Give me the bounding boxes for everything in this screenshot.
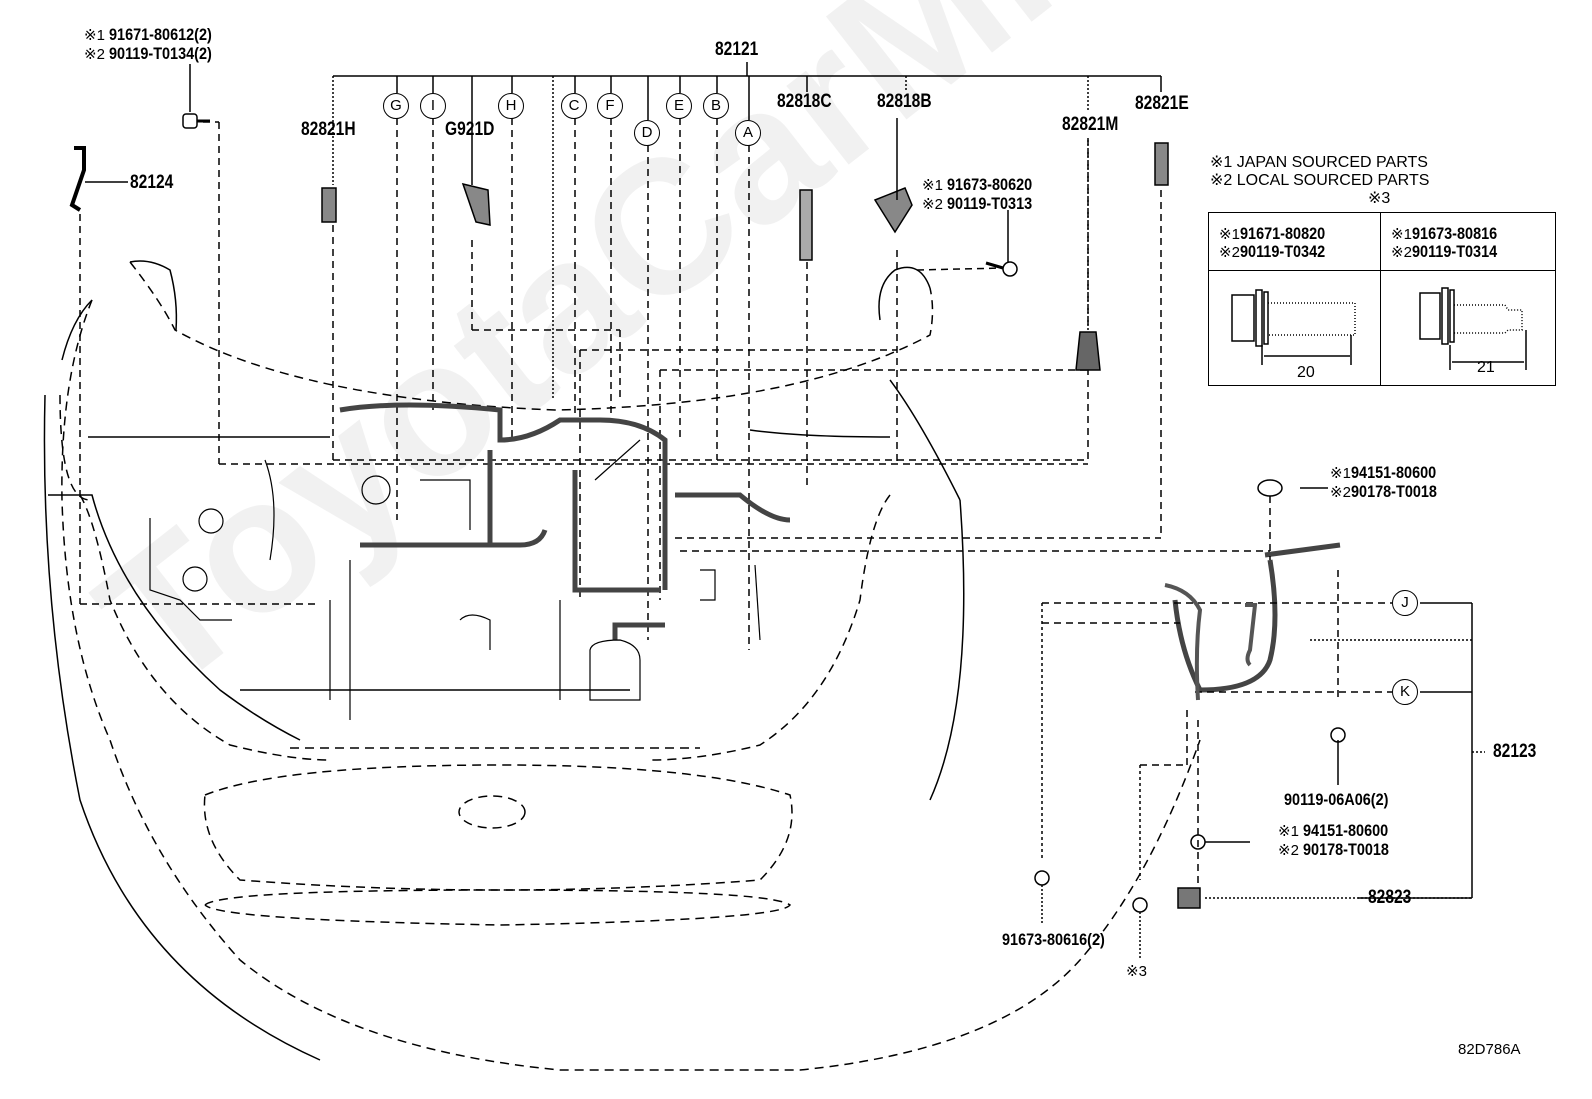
connector-marker-J[interactable]: J xyxy=(1392,590,1418,616)
part-label-82123[interactable]: 82123 xyxy=(1493,741,1537,762)
fastener-label-note3: ※3 xyxy=(1126,963,1147,980)
fastener-label-nut-upper: ※194151-80600 ※290178-T0018 xyxy=(1330,464,1452,502)
part-icons xyxy=(69,113,1169,371)
connector-marker-B[interactable]: B xyxy=(703,93,729,119)
fastener-label-top-left: ※1 91671-80612(2) ※2 90119-T0134(2) xyxy=(84,26,230,64)
part-label-82821M[interactable]: 82821M xyxy=(1062,114,1119,135)
fastener-label-91673-80616: 91673-80616(2) xyxy=(1002,931,1123,950)
part-number[interactable]: 94151-80600 xyxy=(1350,463,1437,482)
connector-marker-I[interactable]: I xyxy=(420,93,446,119)
note-marker: ※1 xyxy=(1330,465,1351,482)
part-label-82821E[interactable]: 82821E xyxy=(1135,93,1189,114)
part-number[interactable]: 90178-T0018 xyxy=(1303,840,1390,859)
legend-local-sourced: ※2 LOCAL SOURCED PARTS xyxy=(1210,172,1430,189)
part-number[interactable]: 91673-80616(2) xyxy=(1002,930,1105,949)
note-marker: ※1 xyxy=(1278,823,1299,840)
part-number[interactable]: 90119-T0313 xyxy=(947,194,1033,213)
connector-marker-E[interactable]: E xyxy=(666,93,692,119)
part-number[interactable]: 90178-T0018 xyxy=(1350,482,1437,501)
engine-harness xyxy=(339,402,1341,693)
note-marker: ※1 xyxy=(84,27,105,44)
bolt-length-dimension: 20 xyxy=(1297,364,1315,381)
part-number[interactable]: 91673-80816 xyxy=(1411,224,1498,243)
bolt-length-dimension: 21 xyxy=(1477,359,1495,376)
connector-marker-F[interactable]: F xyxy=(597,93,623,119)
part-label-G921D[interactable]: G921D xyxy=(445,119,495,140)
legend-note3-marker: ※3 xyxy=(1368,190,1391,207)
part-number[interactable]: 90119-06A06(2) xyxy=(1284,790,1389,809)
fastener-label-nut-lower: ※1 94151-80600 ※2 90178-T0018 xyxy=(1278,822,1404,860)
part-label-82124[interactable]: 82124 xyxy=(130,172,174,193)
note-marker: ※2 xyxy=(84,46,105,63)
fastener-label-82818B-bolt: ※1 91673-80620 ※2 90119-T0313 xyxy=(922,176,1047,214)
note-marker: ※2 xyxy=(922,196,943,213)
connector-marker-A[interactable]: A xyxy=(735,120,761,146)
part-number[interactable]: 90119-T0314 xyxy=(1411,242,1498,261)
part-number[interactable]: 91671-80612(2) xyxy=(109,25,212,44)
bolt-drawing-cell-1: 20 xyxy=(1209,271,1381,385)
part-label-82821H[interactable]: 82821H xyxy=(301,119,356,140)
connector-marker-D[interactable]: D xyxy=(634,120,660,146)
main-harness-bracket xyxy=(332,62,1162,400)
bolt-spec-header-2: ※191673-80816 ※290119-T0314 xyxy=(1381,213,1555,271)
part-label-82121[interactable]: 82121 xyxy=(715,39,759,60)
part-number[interactable]: 90119-T0342 xyxy=(1239,242,1326,261)
note-marker: ※2 xyxy=(1391,244,1412,261)
bolt-spec-header-1: ※191671-80820 ※290119-T0342 xyxy=(1209,213,1381,271)
bolt-spec-table: ※191671-80820 ※290119-T0342 ※191673-8081… xyxy=(1208,212,1556,386)
connector-marker-C[interactable]: C xyxy=(561,93,587,119)
fastener-label-90119-06A06: 90119-06A06(2) xyxy=(1284,791,1407,810)
part-label-82818C[interactable]: 82818C xyxy=(777,91,832,112)
vehicle-body-solid xyxy=(43,260,965,1061)
connector-leader-lines xyxy=(79,118,1270,650)
note-marker: ※1 xyxy=(922,177,943,194)
bolt-drawing-cell-2: 21 xyxy=(1381,271,1555,385)
figure-code: 82D786A xyxy=(1458,1041,1521,1058)
note-marker: ※2 xyxy=(1219,244,1240,261)
part-number[interactable]: 91671-80820 xyxy=(1239,224,1326,243)
part-label-82818B[interactable]: 82818B xyxy=(877,91,932,112)
connector-marker-G[interactable]: G xyxy=(383,93,409,119)
bolt-illustrations xyxy=(1231,287,1527,370)
part-number[interactable]: 94151-80600 xyxy=(1303,821,1389,840)
label-leaders xyxy=(85,64,1089,330)
engine-components xyxy=(149,439,761,720)
note-marker: ※1 xyxy=(1219,226,1240,243)
part-number[interactable]: 90119-T0134(2) xyxy=(109,44,212,63)
legend-japan-sourced: ※1 JAPAN SOURCED PARTS xyxy=(1210,154,1428,171)
note-marker: ※1 xyxy=(1391,226,1412,243)
connector-marker-K[interactable]: K xyxy=(1392,679,1418,705)
part-label-82823[interactable]: 82823 xyxy=(1368,887,1412,908)
note-marker: ※2 xyxy=(1278,842,1299,859)
note-marker: ※2 xyxy=(1330,484,1351,501)
part-number[interactable]: 91673-80620 xyxy=(947,175,1033,194)
battery-harness-group xyxy=(1034,479,1485,960)
connector-marker-H[interactable]: H xyxy=(498,93,524,119)
vehicle-body-outline xyxy=(59,261,1201,1071)
